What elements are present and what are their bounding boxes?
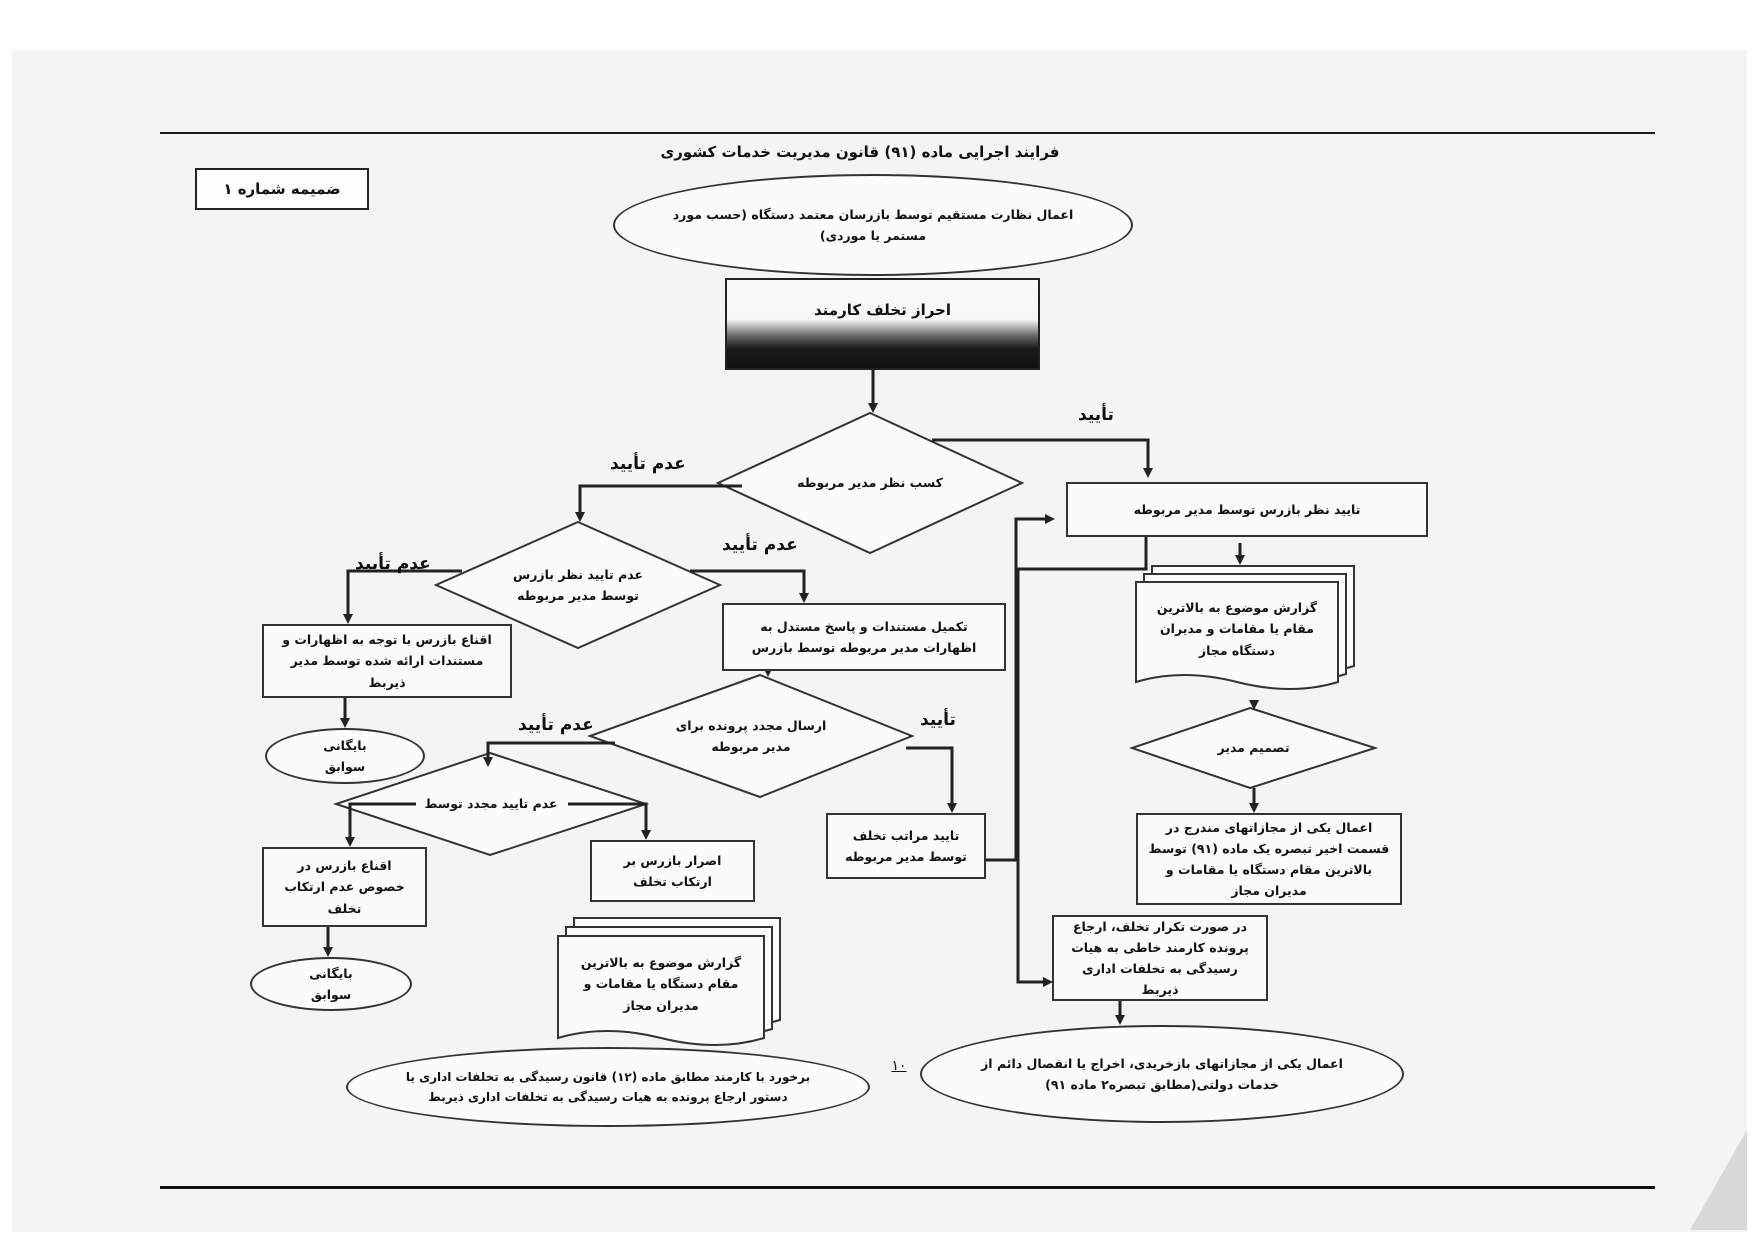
page-number: ۱۰ [891,1058,907,1074]
manager-disapprove-text: عدم تایید نظر بازرس توسط مدیر مربوطه [512,566,644,603]
confirm-levels-box: تایید مراتب تخلف توسط مدیر مربوطه [826,813,986,879]
archive-2-ellipse: بایگانی سوابق [250,957,412,1011]
edge-label-disapprove-2: عدم تأیید [722,535,798,555]
manager-decision-text: تصمیم مدیر [1217,740,1290,756]
final-right-ellipse: اعمال یکی از مجازاتهای بازخریدی، اخراج ی… [920,1025,1404,1123]
diamond-ask-manager [715,411,1025,555]
resend-text: ارسال مجدد پرونده برای مدیر مربوطه [675,717,827,754]
diamond-disapprove-again [332,751,650,857]
convince-no-violation-box: اقناع بازرس در خصوص عدم ارتکاب تخلف [262,847,427,927]
doc-stack-bottom [557,917,781,1046]
diamond-resend [587,673,915,799]
diamond-manager-decision [1128,706,1379,790]
insist-box: اصرار بازرس بر ارتکاب تخلف [590,840,755,902]
ask-manager-text: کسب نظر مدیر مربوطه [797,475,943,491]
start-ellipse: اعمال نظارت مستقیم توسط بازرسان معتمد دس… [613,174,1133,276]
top-rule [160,132,1655,134]
diamond-manager-disapprove [433,520,723,650]
doc-stack-right [1135,565,1355,690]
repeat-violation-box: در صورت تکرار تخلف، ارجاع پرونده کارمند … [1052,915,1268,1001]
convince-inspector-box: اقناع بازرس با توجه به اظهارات و مستندات… [262,624,512,698]
report-top-right-text: گزارش موضوع به بالاترین مقام یا مقامات و… [1156,600,1318,658]
bottom-rule [160,1186,1655,1189]
approve-inspector-box: تایید نظر بازرس توسط مدیر مربوطه [1066,482,1428,537]
archive-1-ellipse: بایگانی سوابق [265,728,425,784]
annex-label: ضمیمه شماره ۱ [195,168,369,210]
edge-label-disapprove-3: عدم تأیید [355,554,431,574]
document-title: فرایند اجرایی ماده (۹۱) قانون مدیریت خدم… [660,143,1060,161]
complete-docs-box: تکمیل مستندات و پاسخ مستدل به اظهارات مد… [722,603,1006,671]
disapprove-again-text: عدم تایید مجدد توسط [424,796,558,812]
edge-label-approve-2: تأیید [920,710,956,730]
apply-penalty-box: اعمال یکی از مجازاتهای مندرج در قسمت اخی… [1136,813,1402,905]
page-fold [1690,1130,1747,1230]
edge-label-disapprove-4: عدم تأیید [518,715,594,735]
detect-violation-box: احراز تخلف کارمند [725,278,1040,370]
edge-label-approve-1: تأیید [1078,405,1114,425]
edge-label-disapprove-1: عدم تأیید [610,454,686,474]
report-bottom-text: گزارش موضوع به بالاترین مقام دستگاه یا م… [580,955,742,1013]
final-bottom-ellipse: برخورد با کارمند مطابق ماده (۱۲) قانون ر… [346,1047,870,1127]
